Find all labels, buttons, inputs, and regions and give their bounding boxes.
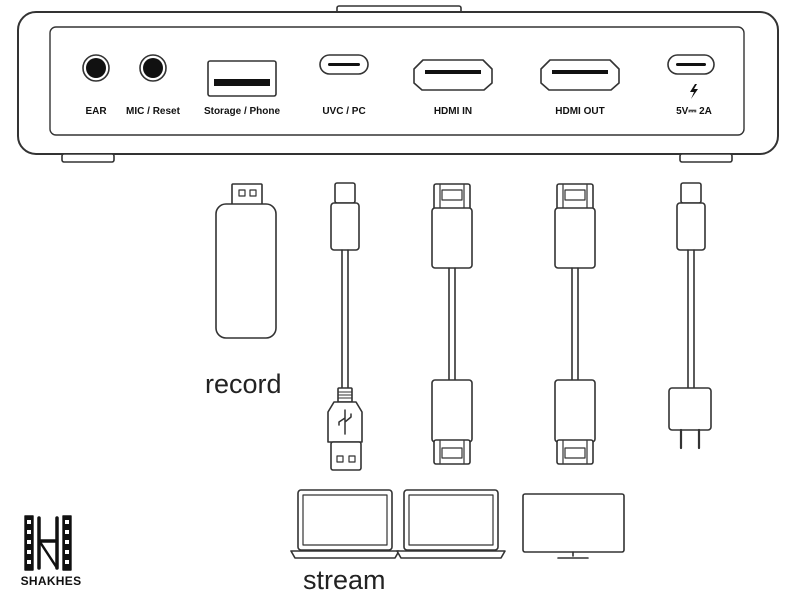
usb-c-power-port bbox=[667, 54, 715, 75]
port-label-hdmi-in: HDMI IN bbox=[433, 106, 473, 117]
usb-flash-drive bbox=[215, 183, 277, 339]
capture-device bbox=[17, 5, 779, 163]
usb-c-to-usb-a-cable bbox=[327, 182, 363, 471]
usb-c-port-uvc bbox=[319, 54, 369, 75]
tv-monitor bbox=[522, 493, 625, 559]
mic-jack bbox=[139, 54, 167, 82]
device-foot-left bbox=[61, 153, 115, 163]
logo-text: SHAKHES bbox=[20, 574, 82, 588]
port-label-storage-phone: Storage / Phone bbox=[203, 106, 281, 117]
hdmi-in-port bbox=[413, 59, 493, 91]
usb-a-port bbox=[207, 60, 277, 97]
device-port-panel bbox=[49, 26, 745, 136]
usb-trident-icon bbox=[338, 409, 352, 435]
port-label-power: 5V⎓ 2A bbox=[676, 106, 712, 117]
port-label-mic-reset: MIC / Reset bbox=[126, 106, 180, 117]
caption-stream: stream bbox=[303, 565, 386, 595]
port-label-uvc-pc: UVC / PC bbox=[322, 106, 366, 117]
port-label-hdmi-out: HDMI OUT bbox=[555, 106, 605, 117]
device-foot-right bbox=[679, 153, 733, 163]
shakhes-logo-icon bbox=[24, 515, 72, 571]
laptop-left bbox=[290, 489, 400, 559]
hdmi-cable-in bbox=[431, 183, 473, 465]
hdmi-cable-out bbox=[554, 183, 596, 465]
laptop-right bbox=[396, 489, 506, 559]
power-cable-adapter bbox=[668, 182, 712, 450]
caption-record: record bbox=[205, 369, 282, 399]
port-label-ear: EAR bbox=[85, 106, 107, 117]
ear-jack bbox=[82, 54, 110, 82]
hdmi-out-port bbox=[540, 59, 620, 91]
lightning-bolt-icon bbox=[690, 84, 698, 99]
